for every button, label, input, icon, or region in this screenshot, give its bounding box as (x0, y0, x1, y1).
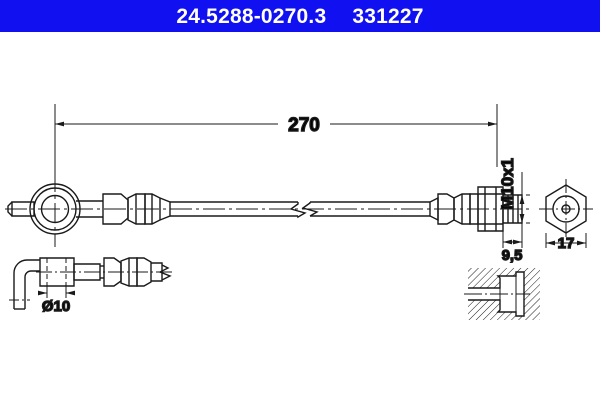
banjo-bore-value: Ø10 (42, 298, 70, 315)
section-detail-view (464, 268, 540, 320)
thread-spec-dimension (519, 172, 530, 224)
elbow-bracket (9, 259, 40, 310)
overall-length-value: 270 (288, 115, 320, 136)
drawing-svg: 270 (5, 104, 593, 320)
hose-body-left (170, 201, 298, 217)
technical-drawing-canvas: 270 (0, 32, 600, 400)
thread-spec-value: M10x1 (498, 158, 517, 210)
thread-length-dimension (502, 223, 523, 248)
thread-length-value: 9,5 (502, 247, 523, 264)
banjo-bore-dimension (38, 286, 75, 298)
main-elevation-view (5, 172, 530, 247)
overall-length-dimension (54, 104, 498, 180)
part-number-label: 24.5288-0270.3 (176, 4, 327, 28)
banjo-detail-view (9, 257, 172, 310)
title-bar: 24.5288-0270.3 331227 (0, 0, 600, 32)
reference-number-label: 331227 (352, 4, 424, 28)
hex-width-value: 17 (558, 235, 575, 252)
banjo-neck (76, 200, 103, 218)
hex-end-view (539, 179, 593, 239)
hose-body-right (310, 201, 430, 217)
banjo-block (39, 257, 75, 287)
hex-width-dimension (545, 233, 587, 248)
detail-neck (73, 263, 101, 281)
